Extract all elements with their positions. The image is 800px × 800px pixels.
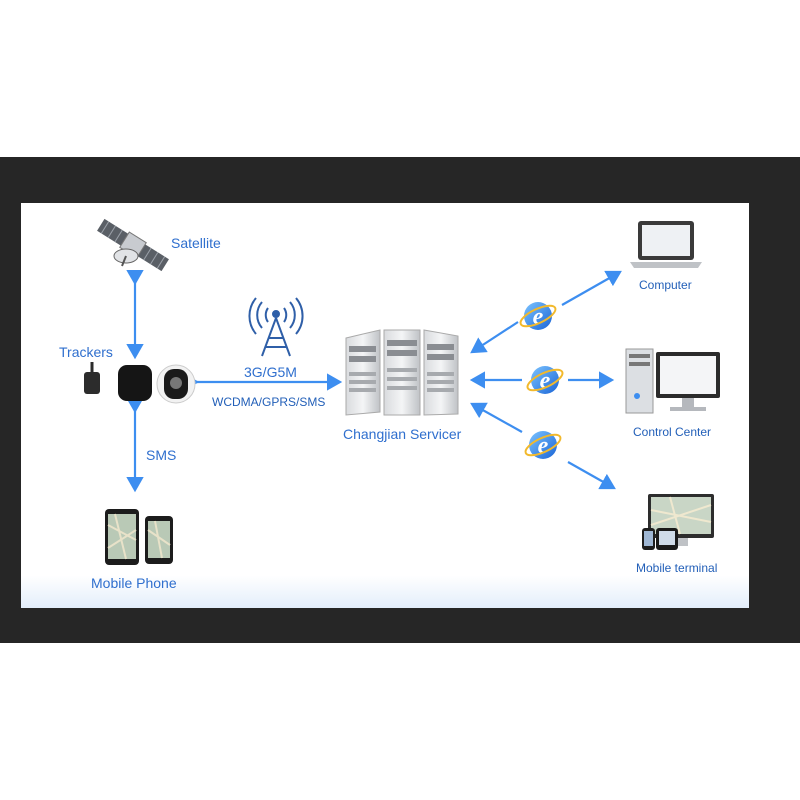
connector-arrows — [126, 269, 622, 493]
desktop-icon — [625, 348, 720, 414]
phone-icon — [105, 509, 173, 565]
arrow-ie1-server — [470, 321, 519, 354]
ie-icon: e — [526, 366, 564, 394]
ie-icon: e — [519, 302, 557, 330]
trackers-label: Trackers — [59, 344, 113, 360]
arrow-server-computer — [561, 270, 622, 306]
control-center-label: Control Center — [633, 425, 712, 439]
mobile-phone-label: Mobile Phone — [91, 575, 177, 591]
tracker-devices — [84, 362, 196, 404]
server-icon — [345, 329, 459, 416]
tracker-icon — [84, 372, 100, 394]
arrow-ie3-server — [470, 402, 523, 433]
tablet-icon — [642, 494, 714, 550]
satellite-icon — [97, 218, 169, 272]
protocols-label: WCDMA/GPRS/SMS — [212, 395, 326, 409]
sms-label: SMS — [146, 447, 177, 463]
ie-icon: e — [524, 431, 562, 459]
computer-label: Computer — [639, 278, 692, 292]
laptop-icon — [630, 221, 702, 268]
tracker-icon — [118, 365, 152, 401]
mobile-terminal-label: Mobile terminal — [636, 561, 718, 575]
network-label: 3G/G5M — [244, 364, 297, 380]
satellite-label: Satellite — [171, 235, 221, 251]
svg-text:e: e — [533, 304, 544, 330]
svg-text:e: e — [540, 368, 551, 394]
server-label: Changjian Servicer — [343, 426, 462, 442]
svg-text:e: e — [538, 433, 549, 459]
tower-icon — [248, 297, 304, 357]
arrow-ie3-mobile — [567, 461, 616, 490]
